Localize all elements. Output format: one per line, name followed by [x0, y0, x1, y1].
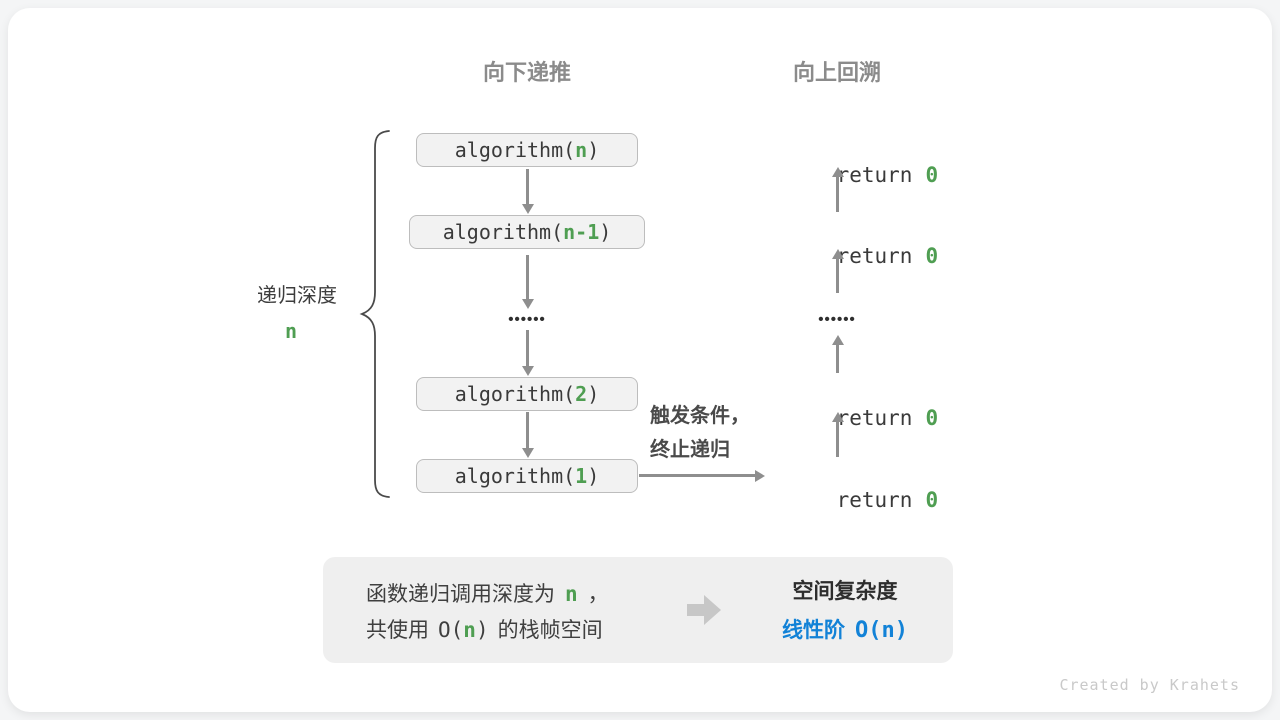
call-box-algorithm-n: algorithm(n) [416, 133, 638, 167]
trigger-note-line2: 终止递归 [650, 439, 730, 461]
call-box-algorithm-n-1: algorithm(n-1) [409, 215, 645, 249]
return-value: 0 [925, 488, 939, 512]
return-keyword: return [836, 163, 913, 187]
depth-label: 递归深度 [257, 285, 337, 307]
summary-panel [323, 557, 953, 663]
code-arg: n [575, 138, 588, 162]
ellipsis-dots: •••••• [818, 311, 856, 328]
return-keyword: return [836, 488, 913, 512]
credit-text: Created by Krahets [1059, 676, 1240, 694]
arrow-down-icon [526, 169, 529, 204]
header-upward-backtracking: 向上回溯 [792, 60, 881, 85]
depth-brace-icon [359, 130, 390, 498]
return-value: 0 [925, 163, 939, 187]
code-arg: 2 [575, 382, 588, 406]
code-arg: n-1 [563, 220, 600, 244]
arrow-up-icon [836, 177, 839, 212]
arrow-up-icon [836, 345, 839, 373]
code-text: algorithm( [454, 464, 576, 488]
code-text: ) [599, 220, 612, 244]
trigger-note-line1: 触发条件， [650, 405, 750, 427]
block-arrow-right-icon [687, 595, 721, 625]
code-text: ) [587, 138, 600, 162]
depth-variable: n [284, 319, 298, 343]
return-keyword: return [836, 406, 913, 430]
summary-line1: 函数递归调用深度为 n ， [366, 581, 609, 608]
return-statement: return 0 [786, 219, 939, 268]
result-o-open: O( [855, 618, 882, 643]
summary-text: 的栈帧空间 [497, 619, 603, 642]
result-label: 线性阶 [782, 619, 845, 642]
call-box-algorithm-1: algorithm(1) [416, 459, 638, 493]
arrow-down-icon [526, 255, 529, 299]
code-text: algorithm( [442, 220, 564, 244]
code-text: ) [587, 464, 600, 488]
result-o-close: ) [894, 618, 908, 643]
space-complexity-title: 空间复杂度 [792, 580, 898, 603]
return-statement: return 0 [786, 463, 939, 512]
space-complexity-result: 线性阶 O(n) [745, 617, 945, 647]
call-box-algorithm-2: algorithm(2) [416, 377, 638, 411]
code-text: algorithm( [454, 382, 576, 406]
code-text: algorithm( [454, 138, 576, 162]
arrow-right-icon [639, 474, 755, 477]
summary-text: 共使用 [366, 619, 429, 642]
arrow-up-icon [836, 422, 839, 457]
code-text: ) [587, 382, 600, 406]
summary-variable: n [565, 582, 578, 606]
summary-line2: 共使用 O(n) 的栈帧空间 [366, 617, 603, 644]
header-downward-recursion: 向下递推 [482, 60, 571, 85]
return-value: 0 [925, 244, 939, 268]
arrow-down-icon [526, 412, 529, 448]
return-value: 0 [925, 406, 939, 430]
arrow-up-icon [836, 259, 839, 293]
code-arg: 1 [575, 464, 588, 488]
big-o-open: O( [438, 618, 464, 642]
return-statement: return 0 [786, 138, 939, 187]
ellipsis-dots: •••••• [508, 311, 546, 328]
summary-text: 函数递归调用深度为 [366, 583, 555, 606]
return-statement: return 0 [786, 381, 939, 430]
summary-text: ， [587, 583, 609, 606]
result-o-variable: n [881, 618, 895, 643]
big-o-variable: n [463, 618, 476, 642]
arrow-down-icon [526, 330, 529, 366]
big-o-close: ) [475, 618, 489, 642]
return-keyword: return [836, 244, 913, 268]
